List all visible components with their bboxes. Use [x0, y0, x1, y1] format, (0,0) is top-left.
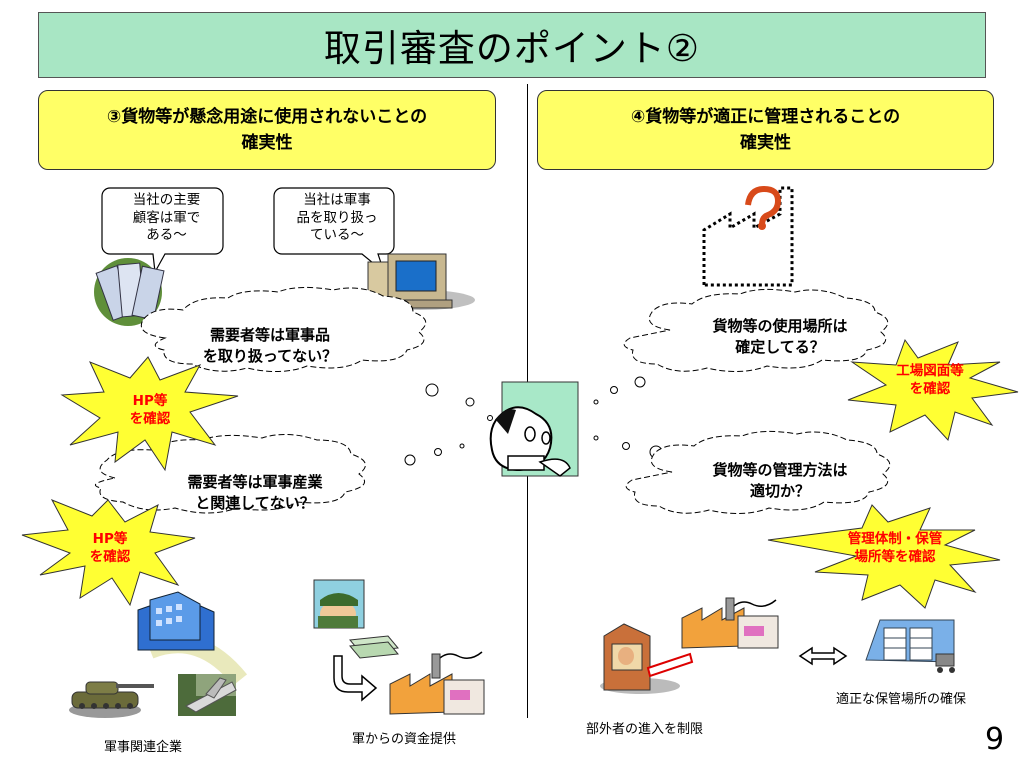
turn-arrow-icon	[333, 655, 378, 702]
cloud-right-1-line1: 貨物等の使用場所は	[712, 317, 848, 335]
left-heading-line2: 確実性	[241, 133, 293, 153]
guard-gate-icon	[600, 623, 694, 694]
cloud-right-2-line1: 貨物等の管理方法は	[712, 461, 848, 479]
cloud-right-2-line2: 適切か？	[749, 482, 810, 500]
tank-icon	[69, 681, 154, 718]
speech1-line3: ある～	[146, 227, 187, 244]
speech1-line1: 当社の主要	[132, 192, 201, 208]
star-right-1-line1: 工場図面等	[896, 363, 964, 379]
right-heading-line2: 確実性	[739, 133, 791, 153]
speech-bubble-1	[101, 187, 224, 274]
cloud-right-1-text: 貨物等の使用場所は 確定してる？	[680, 316, 880, 358]
building-icon	[137, 591, 248, 686]
page-title-text: 取引審査のポイント②	[323, 27, 701, 70]
star-right-1-line2: を確認	[909, 381, 951, 398]
right-heading-line1: ④貨物等が適正に管理されることの	[630, 106, 901, 127]
cloud-right-2	[625, 430, 891, 514]
star-left-2-text: HP等 を確認	[70, 530, 150, 566]
caption-military-company: 軍事関連企業	[104, 740, 183, 755]
speech-bubble-text-1: 当社の主要 顧客は軍で ある～	[110, 192, 223, 245]
cloud-left-1-text: 需要者等は軍事品 を取り扱ってない？	[170, 325, 370, 367]
thought-dots-right	[593, 376, 663, 459]
speech-bubble-text-2: 当社は軍事 品を取り扱っ ている～	[280, 192, 394, 245]
thinking-man-icon	[489, 381, 579, 477]
factory-icon-right	[681, 597, 779, 649]
caption-military-funding: 軍からの資金提供	[352, 732, 457, 747]
cloud-left-2-text: 需要者等は軍事産業 と関連してない？	[140, 472, 370, 514]
left-heading-line1: ③貨物等が懸念用途に使用されないことの	[106, 106, 428, 127]
cloud-left-2-line1: 需要者等は軍事産業	[187, 473, 323, 491]
star-right-1-text: 工場図面等 を確認	[880, 362, 980, 398]
thought-dots-left	[404, 383, 493, 466]
cloud-left-2-line2: と関連してない？	[195, 494, 315, 512]
star-left-1-line2: を確認	[129, 411, 171, 428]
star-right-1	[847, 338, 1019, 442]
cloud-left-1-line1: 需要者等は軍事品	[209, 326, 330, 344]
cloud-right-2-text: 貨物等の管理方法は 適切か？	[680, 460, 880, 502]
star-left-1	[60, 356, 239, 472]
speech2-line1: 当社は軍事	[303, 192, 371, 208]
soldier-icon	[313, 579, 365, 629]
money-icon	[349, 635, 399, 659]
caption-restrict-entry: 部外者の進入を制限	[586, 722, 704, 737]
star-left-1-line1: HP等	[132, 393, 168, 409]
page-number: 9	[985, 722, 1005, 757]
speech2-line2: 品を取り扱っ	[296, 209, 378, 226]
star-right-2-text: 管理体制・保管 場所等を確認	[830, 530, 960, 566]
page-title: 取引審査のポイント②	[38, 12, 986, 78]
star-right-2-line2: 場所等を確認	[854, 549, 936, 566]
cloud-left-1	[140, 286, 427, 372]
right-heading-box: ④貨物等が適正に管理されることの 確実性	[537, 90, 994, 170]
star-left-2	[21, 499, 196, 607]
cloud-left-1-line2: を取り扱ってない？	[202, 347, 338, 365]
star-left-2-line2: を確認	[89, 549, 131, 566]
newspaper-icon	[94, 258, 165, 326]
cloud-right-1	[623, 288, 889, 372]
factory-question-icon	[702, 185, 794, 287]
factory-icon-left	[389, 651, 485, 715]
double-arrow-icon	[798, 646, 848, 666]
star-left-2-line1: HP等	[92, 531, 128, 547]
speech2-line3: ている～	[310, 227, 364, 244]
star-right-2-line1: 管理体制・保管	[847, 531, 943, 547]
cloud-right-1-line2: 確定してる？	[735, 338, 825, 356]
star-right-2	[767, 504, 1001, 609]
warehouse-icon	[865, 619, 955, 673]
fighter-jet-icon	[178, 674, 237, 716]
left-heading-box: ③貨物等が懸念用途に使用されないことの 確実性	[38, 90, 496, 170]
caption-proper-storage: 適正な保管場所の確保	[836, 692, 967, 707]
speech1-line2: 顧客は軍で	[132, 209, 201, 226]
star-left-1-text: HP等 を確認	[110, 392, 190, 428]
